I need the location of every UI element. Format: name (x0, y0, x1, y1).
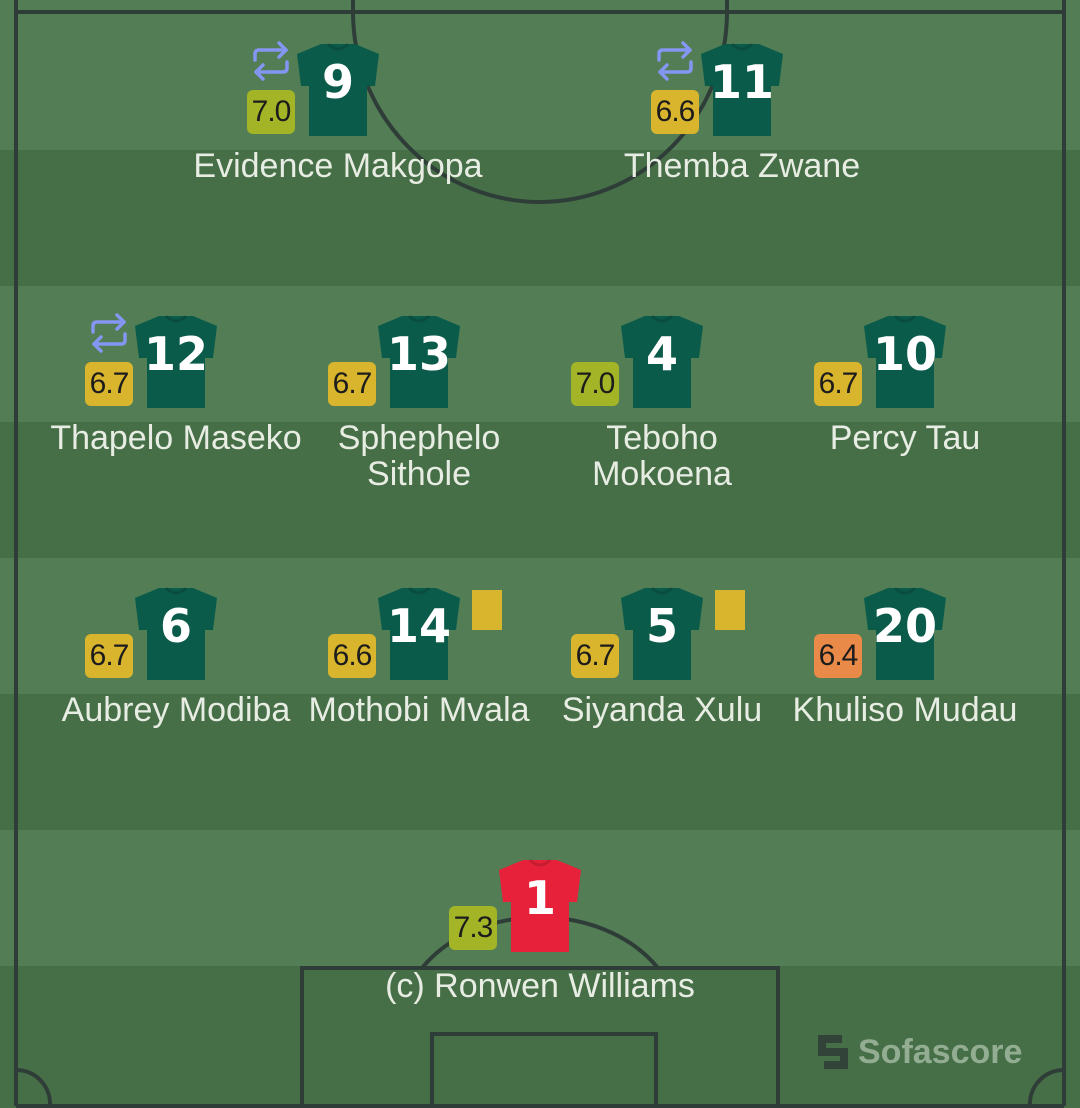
shirt-number: 14 (386, 599, 451, 653)
brand-name: Sofascore (858, 1033, 1023, 1071)
shirt-number: 11 (709, 55, 774, 109)
yellow-card-icon (472, 590, 502, 630)
shirt-number: 10 (872, 327, 937, 381)
player-rating: 7.3 (449, 906, 497, 950)
player-rating: 7.0 (571, 362, 619, 406)
player-name: Teboho Mokoena (592, 419, 732, 493)
substitution-arrows-icon (91, 313, 127, 353)
jersey-icon: 4 (619, 314, 705, 410)
player-name: Percy Tau (829, 419, 981, 457)
jersey-icon: 14 (376, 586, 462, 682)
player-name: Thapelo Maseko (50, 419, 302, 457)
pitch-stripe (0, 694, 1080, 830)
substitution-arrows-icon (657, 41, 693, 81)
jersey-icon: 6 (133, 586, 219, 682)
sofascore-logo-icon (818, 1035, 848, 1069)
shirt-number: 1 (523, 871, 556, 925)
jersey-icon: 20 (862, 586, 948, 682)
shirt-number: 13 (386, 327, 451, 381)
jersey-icon: 10 (862, 314, 948, 410)
jersey-icon: 5 (619, 586, 705, 682)
jersey-icon: 1 (497, 858, 583, 954)
pitch-stripe (0, 422, 1080, 558)
player-rating: 6.7 (85, 362, 133, 406)
shirt-number: 20 (872, 599, 937, 653)
player-rating: 6.7 (571, 634, 619, 678)
player-rating: 6.6 (328, 634, 376, 678)
player-name: Khuliso Mudau (792, 691, 1018, 729)
player-name: Mothobi Mvala (308, 691, 530, 729)
player-name: Aubrey Modiba (61, 691, 291, 729)
player-rating: 7.0 (247, 90, 295, 134)
jersey-icon: 9 (295, 42, 381, 138)
player-11[interactable]: 1 7.3 (c) Ronwen Williams (385, 858, 695, 1038)
pitch-stripe (0, 0, 1080, 150)
shirt-number: 9 (321, 55, 354, 109)
jersey-icon: 11 (699, 42, 785, 138)
player-rating: 6.6 (651, 90, 699, 134)
player-name: Themba Zwane (623, 147, 861, 185)
player-rating: 6.4 (814, 634, 862, 678)
jersey-icon: 12 (133, 314, 219, 410)
jersey-icon: 13 (376, 314, 462, 410)
shirt-number: 12 (143, 327, 208, 381)
pitch-stripe (0, 150, 1080, 286)
pitch-stripe (0, 966, 1080, 1108)
player-name: (c) Ronwen Williams (385, 967, 695, 1005)
shirt-number: 5 (645, 599, 678, 653)
shirt-number: 6 (159, 599, 192, 653)
yellow-card-icon (715, 590, 745, 630)
player-rating: 6.7 (328, 362, 376, 406)
substitution-arrows-icon (253, 41, 289, 81)
player-name: Sphephelo Sithole (337, 419, 501, 493)
player-name: Evidence Makgopa (193, 147, 483, 185)
player-rating: 6.7 (814, 362, 862, 406)
player-name: Siyanda Xulu (561, 691, 763, 729)
shirt-number: 4 (645, 327, 678, 381)
player-rating: 6.7 (85, 634, 133, 678)
